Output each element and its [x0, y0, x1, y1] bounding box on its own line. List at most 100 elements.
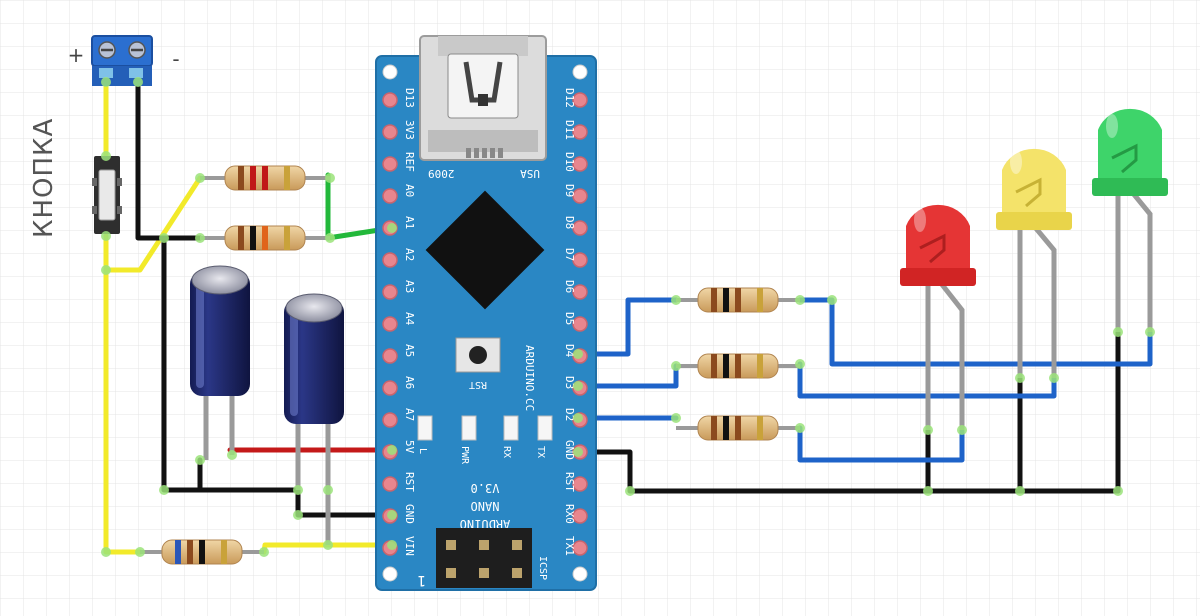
- pin-label-right: D8: [563, 216, 576, 229]
- pin-right-d5[interactable]: [572, 316, 588, 332]
- pin-right-d9[interactable]: [572, 188, 588, 204]
- junction-dot: [387, 445, 397, 455]
- pin-right-rst[interactable]: [572, 476, 588, 492]
- wire-black-terminal: [135, 77, 167, 241]
- pin-left-a7[interactable]: [382, 412, 398, 428]
- resistor-4[interactable]: [676, 287, 800, 313]
- pin-right-d10[interactable]: [572, 156, 588, 172]
- model-line-2: NANO: [471, 499, 500, 513]
- resistor-1[interactable]: [200, 165, 330, 191]
- usb-connector: [419, 35, 547, 161]
- junction-dot: [923, 425, 933, 435]
- yellow-led[interactable]: [996, 148, 1072, 378]
- board-text-2009: 2009: [428, 167, 455, 180]
- junction-dot: [1113, 486, 1123, 496]
- pin-right-d6[interactable]: [572, 284, 588, 300]
- junction-dot: [293, 485, 303, 495]
- site-label: ARDUINO.CC: [523, 345, 536, 411]
- junction-dot: [795, 423, 805, 433]
- pin-label-left: 5V: [403, 440, 416, 454]
- pin-label-left: A5: [403, 344, 416, 357]
- board-pins: D133V3REFA0A1A2A3A4A5A6A75VRSTGNDVIND12D…: [382, 88, 588, 556]
- pin-left-a2[interactable]: [382, 252, 398, 268]
- junction-dot: [323, 540, 333, 550]
- pin-label-right: D7: [563, 248, 576, 261]
- capacitor-1[interactable]: [190, 265, 250, 460]
- model-line-1: ARDUINO: [460, 517, 511, 531]
- junction-dot: [827, 295, 837, 305]
- junction-dot: [135, 547, 145, 557]
- pin-label-right: D9: [563, 184, 576, 197]
- icsp-label: ICSP: [537, 556, 548, 580]
- arduino-nano-board: 2009 USA RST ARDUINO.CC L PWR RX TX ARDU…: [375, 35, 597, 591]
- pin-label-right: D6: [563, 280, 576, 293]
- pin-left-ref[interactable]: [382, 156, 398, 172]
- icsp-header[interactable]: [436, 528, 532, 588]
- pin-label-left: A6: [403, 376, 416, 389]
- junction-dot: [101, 151, 111, 161]
- junction-dot: [195, 233, 205, 243]
- pin-label-left: D13: [403, 88, 416, 108]
- junction-dot: [101, 231, 111, 241]
- pin-right-d12[interactable]: [572, 92, 588, 108]
- pin-left-a6[interactable]: [382, 380, 398, 396]
- pin-right-rx0[interactable]: [572, 508, 588, 524]
- junction-dot: [159, 485, 169, 495]
- resistor-6[interactable]: [676, 415, 800, 441]
- power-terminal-block[interactable]: + -: [68, 35, 180, 86]
- junction-dot: [293, 510, 303, 520]
- pin-label-left: 3V3: [403, 120, 416, 140]
- wire-blue-d4: [575, 297, 679, 357]
- junction-dot: [671, 361, 681, 371]
- junction-dot: [101, 547, 111, 557]
- junction-dot: [227, 450, 237, 460]
- junction-dot: [1145, 327, 1155, 337]
- junction-dot: [795, 359, 805, 369]
- pin-label-left: A0: [403, 184, 416, 197]
- pin-left-a5[interactable]: [382, 348, 398, 364]
- pin-label-left: A4: [403, 312, 416, 326]
- pin-right-d11[interactable]: [572, 124, 588, 140]
- pin-left-a4[interactable]: [382, 316, 398, 332]
- icsp-number: 1: [418, 572, 426, 588]
- pin-left-a3[interactable]: [382, 284, 398, 300]
- pin-label-left: GND: [403, 504, 416, 524]
- wire-black-led-gnd: [575, 449, 1121, 494]
- red-led[interactable]: [900, 204, 976, 430]
- pin-right-d8[interactable]: [572, 220, 588, 236]
- pin-left-3v3[interactable]: [382, 124, 398, 140]
- junction-dot: [573, 413, 583, 423]
- resistor-2[interactable]: [200, 225, 330, 251]
- junction-dot: [387, 510, 397, 520]
- rx-label: RX: [501, 446, 512, 458]
- pin-label-right: D10: [563, 152, 576, 172]
- resistors: [140, 165, 800, 565]
- pin-right-tx1[interactable]: [572, 540, 588, 556]
- capacitor-2[interactable]: [284, 293, 344, 545]
- pin-right-d7[interactable]: [572, 252, 588, 268]
- green-led[interactable]: [1092, 108, 1168, 332]
- wire-yellow-to-resistor: [103, 175, 203, 273]
- pin-label-right: RX0: [563, 504, 576, 524]
- junction-dot: [573, 349, 583, 359]
- button-label: КНОПКА: [29, 118, 59, 238]
- junction-dot: [573, 447, 583, 457]
- rst-label: RST: [469, 379, 487, 390]
- resistor-5[interactable]: [676, 353, 800, 379]
- junction-dot: [133, 77, 143, 87]
- junction-dot: [671, 413, 681, 423]
- junction-dot: [195, 173, 205, 183]
- pin-left-d13[interactable]: [382, 92, 398, 108]
- pin-left-rst[interactable]: [382, 476, 398, 492]
- board-status-leds: L PWR RX TX: [417, 415, 553, 465]
- pwr-label: PWR: [459, 446, 470, 465]
- pin-left-a0[interactable]: [382, 188, 398, 204]
- junction-dot: [387, 540, 397, 550]
- pin-label-left: VIN: [403, 536, 416, 556]
- model-line-3: V3.0: [471, 481, 500, 495]
- resistor-3[interactable]: [140, 539, 264, 565]
- terminal-minus-label: -: [172, 47, 179, 71]
- junction-dot: [625, 486, 635, 496]
- push-button[interactable]: [92, 156, 122, 234]
